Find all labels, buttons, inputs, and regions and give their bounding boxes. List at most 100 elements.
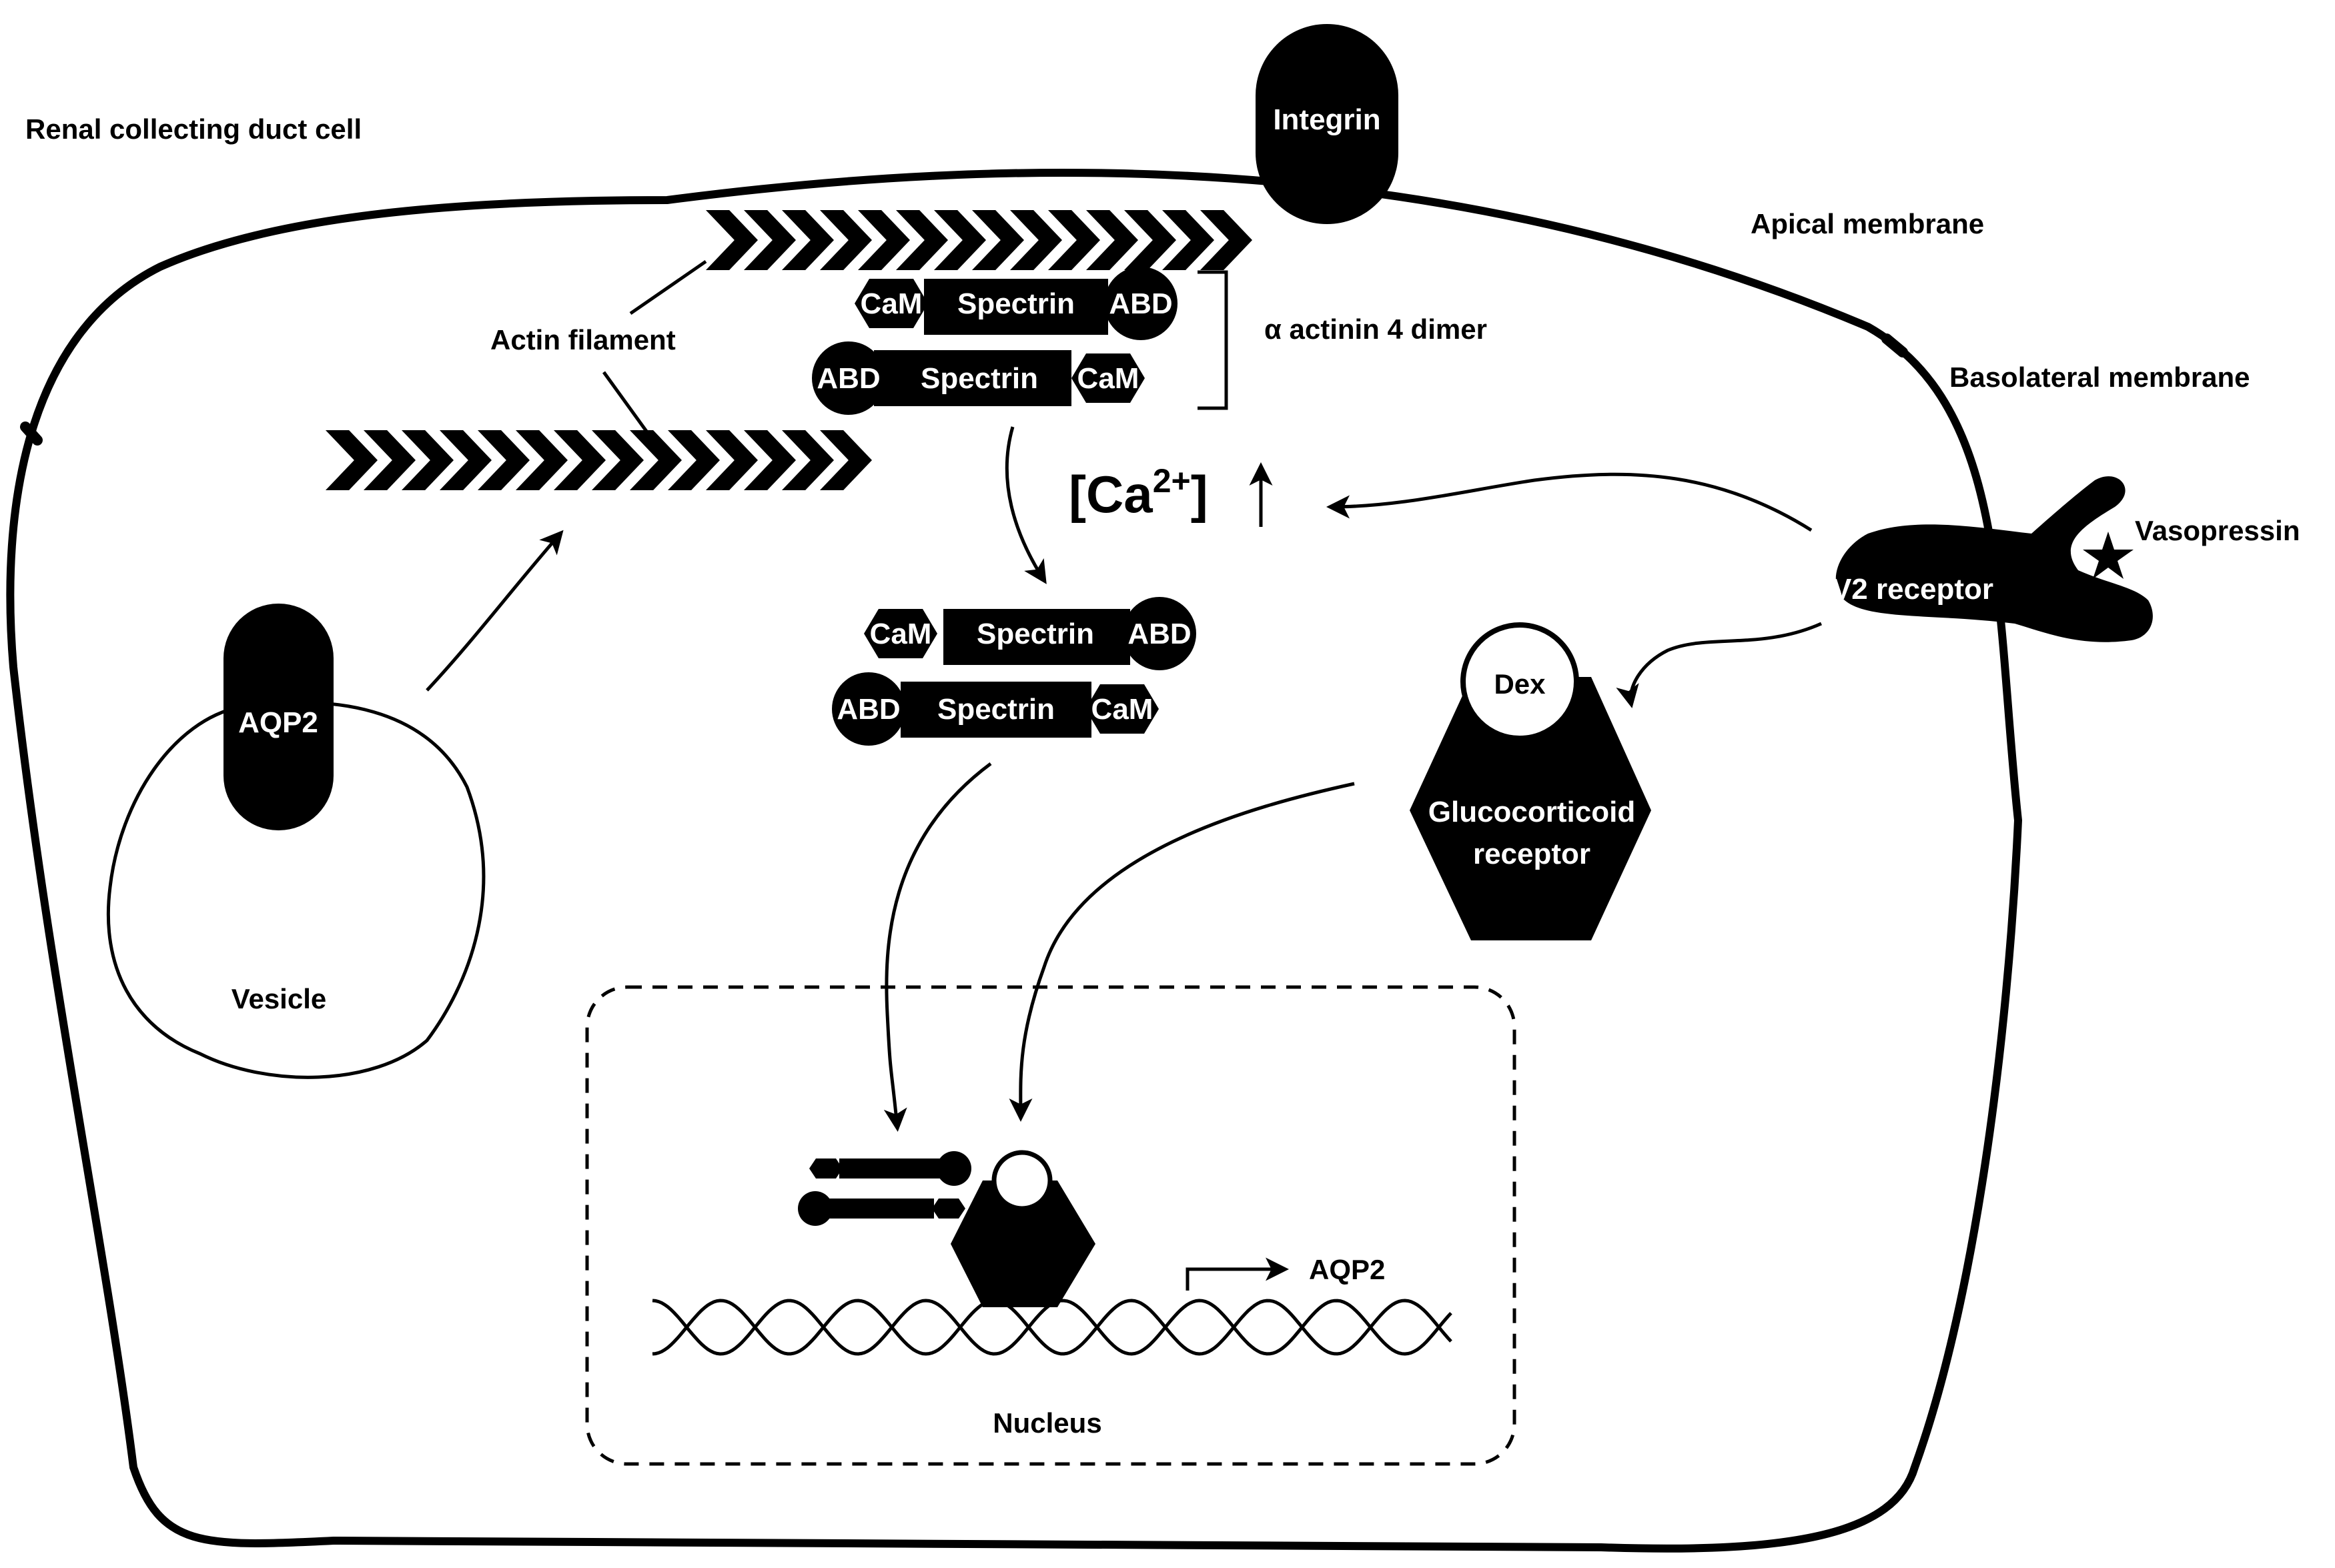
actin-monomer [1086,210,1138,270]
actin-monomer [554,430,606,490]
arrow-glucocorticoid-to-nucleus [1009,782,1355,1122]
cell-label: Renal collecting duct cell [25,113,362,145]
abd-circle [1123,597,1196,670]
integrin-shape [1256,24,1398,224]
glucocorticoid-receptor-shape [1410,677,1651,940]
actin-monomer [668,430,720,490]
cell-membrane [6,168,2023,1553]
aqp2-label: AQP2 [238,706,318,739]
cam-label: CaM [1091,693,1153,726]
nucleus-label: Nucleus [993,1407,1101,1439]
actin-monomer [896,210,948,270]
cam-hexagon [1071,353,1145,403]
arrow-dimer-release [1005,426,1047,584]
actin-monomer [820,430,872,490]
actin-pointer-line-lower [602,371,649,434]
transcription-arrow [1186,1257,1289,1291]
dna-strand-a [652,1299,1452,1356]
actin-monomer [972,210,1024,270]
apical-membrane-label: Apical membrane [1751,208,1984,239]
actin-filament-upper [706,210,1252,270]
actin-monomer [706,430,758,490]
actin-monomer [820,210,872,270]
arrow-dimer-to-nucleus [883,762,992,1132]
v2-receptor-shape [1835,476,2153,642]
spectrin-bar [943,609,1130,665]
actin-monomer [782,210,834,270]
arrow-vesicle-to-actin [426,530,564,692]
abd-circle [812,341,885,415]
mini-spectrin-bar [827,1199,934,1219]
actin-monomer [364,430,416,490]
arrow-v2-to-calcium [1326,472,1813,532]
mini-dex-circle [991,1150,1053,1211]
actin-monomer [592,430,644,490]
glucocorticoid-receptor-label-line2: receptor [1473,838,1590,870]
actinin-dimer-released: CaM Spectrin ABD ABD Spectrin CaM [832,597,1196,746]
spectrin-label: Spectrin [957,287,1075,320]
cam-label: CaM [870,618,932,650]
actin-filament-lower [326,430,872,490]
actinin-dimer-upper: CaM Spectrin ABD ABD Spectrin CaM [812,267,1178,415]
dna-double-helix [652,1299,1452,1356]
mini-spectrin-bar [839,1158,941,1179]
dex-circle [1460,622,1579,741]
spectrin-label: Spectrin [977,618,1094,650]
abd-circle [832,672,905,746]
cam-label: CaM [1077,362,1139,395]
actin-filament-label: Actin filament [490,324,676,355]
arrow-v2-to-glucocorticoid [1616,622,1823,708]
spectrin-bar [924,279,1108,335]
mini-abd-circle [937,1151,971,1186]
mini-cam-hexagon [809,1158,843,1179]
actin-monomer [934,210,986,270]
calcium-increase: [Ca2+] [1069,462,1273,527]
actin-monomer [516,430,568,490]
integrin-label: Integrin [1273,103,1380,136]
actin-monomer [478,430,530,490]
cam-hexagon [855,279,928,328]
gene-aqp2-label: AQP2 [1309,1254,1385,1285]
actin-monomer [782,430,834,490]
vasopressin-label: Vasopressin [2135,515,2300,546]
aqp2-channel-shape [223,604,334,830]
spectrin-label: Spectrin [921,362,1038,395]
actin-monomer [706,210,758,270]
abd-label: ABD [1127,618,1191,650]
spectrin-bar [874,350,1071,406]
mini-abd-circle [798,1191,833,1226]
actin-monomer [1048,210,1100,270]
v2-receptor-label: V2 receptor [1832,573,1993,606]
dex-label: Dex [1494,668,1546,700]
glucocorticoid-receptor-label-line1: Glucocorticoid [1428,796,1635,828]
actin-monomer [744,210,796,270]
abd-circle [1104,267,1178,340]
mini-glucocorticoid-hexagon [951,1181,1095,1307]
cam-hexagon [864,609,937,658]
vesicle-label: Vesicle [231,983,326,1014]
mini-cam-hexagon [932,1199,965,1219]
basolateral-membrane-label: Basolateral membrane [1949,361,2250,393]
abd-label: ABD [837,693,900,726]
actin-monomer [440,430,492,490]
actin-monomer [1124,210,1176,270]
membrane-junction-left [20,422,43,446]
abd-label: ABD [1109,287,1172,320]
calcium-label: [Ca2+] [1069,462,1208,524]
dimer-bracket [1198,270,1228,410]
actin-monomer [1200,210,1252,270]
dna-strand-b [652,1299,1452,1356]
nuclear-complex [798,1150,1095,1307]
actin-monomer [744,430,796,490]
actin-monomer [1162,210,1214,270]
actin-monomer [402,430,454,490]
actin-monomer [630,430,682,490]
membrane-junction-right [1881,333,1908,357]
vesicle-outline [106,700,486,1079]
actin-monomer [326,430,378,490]
spectrin-bar [901,682,1091,738]
cam-hexagon [1085,684,1159,734]
actin-monomer [858,210,910,270]
spectrin-label: Spectrin [937,693,1055,726]
